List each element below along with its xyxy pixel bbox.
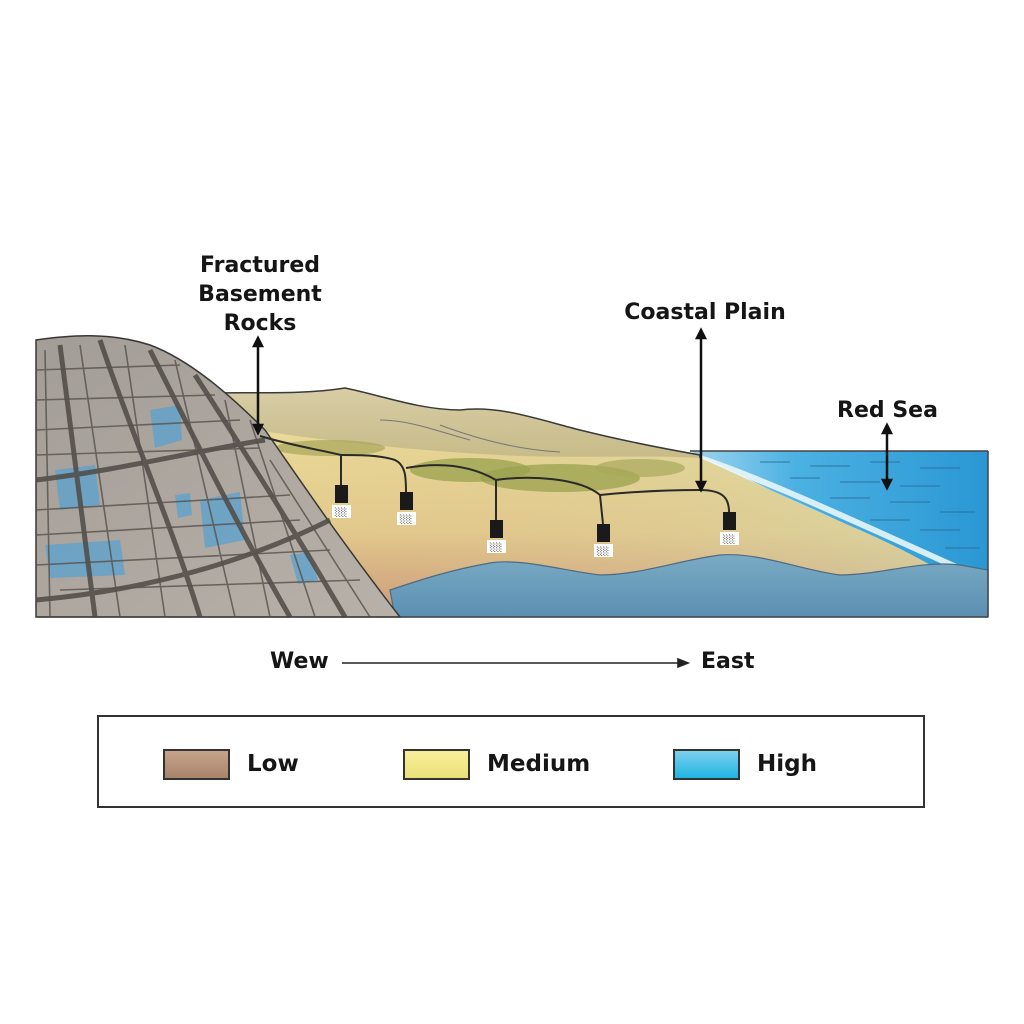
callout-arrows	[251, 327, 894, 493]
label-line: Fractured	[199, 253, 321, 278]
legend-item-low: Low	[163, 748, 299, 780]
well-marker-2: ░░	[397, 492, 416, 525]
well-markers: ░░ ░░ ░░ ░░ ░░	[332, 485, 739, 557]
svg-text:░░: ░░	[335, 507, 347, 517]
legend: Low Medium High	[97, 715, 925, 808]
west-east-arrow	[342, 657, 691, 669]
legend-swatch-medium	[403, 748, 470, 780]
fractured-basement-label: Fractured Basement Rocks	[180, 251, 340, 338]
well-marker-5: ░░	[720, 512, 739, 545]
legend-label: Low	[247, 751, 299, 777]
svg-text:░░: ░░	[723, 534, 735, 544]
label-line: Basement	[198, 282, 322, 307]
fractured-basement-rock	[35, 334, 402, 619]
label-line: Rocks	[223, 311, 297, 336]
coastal-plain-label: Coastal Plain	[624, 300, 786, 325]
well-marker-4: ░░	[594, 524, 613, 557]
legend-swatch-high	[673, 748, 740, 780]
legend-label: High	[757, 751, 817, 777]
legend-label: Medium	[487, 751, 591, 777]
svg-text:░░: ░░	[490, 542, 502, 552]
svg-text:░░: ░░	[400, 514, 412, 524]
well-marker-1: ░░	[332, 485, 351, 518]
legend-item-high: High	[673, 748, 817, 780]
well-marker-3: ░░	[487, 520, 506, 553]
east-label: East	[701, 649, 755, 674]
legend-swatch-low	[163, 748, 230, 780]
deep-aquifer-high	[389, 554, 989, 618]
legend-item-medium: Medium	[403, 748, 590, 780]
well-network	[259, 435, 730, 525]
red-sea-label: Red Sea	[837, 398, 938, 423]
west-label: Wew	[270, 649, 329, 674]
svg-text:░░: ░░	[597, 546, 609, 556]
